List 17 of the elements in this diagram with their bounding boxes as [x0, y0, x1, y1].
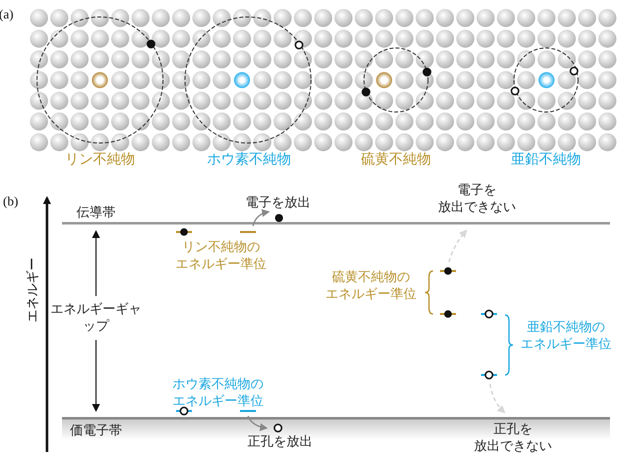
level-label: ホウ素不純物のエネルギー準位	[172, 376, 264, 410]
level-label: 亜鉛不純物のエネルギー準位	[520, 319, 612, 353]
band-name: 伝導帯	[76, 204, 116, 222]
annotation-text: 電子を放出できない	[437, 182, 517, 216]
level-label: 硫黄不純物のエネルギー準位	[324, 269, 418, 303]
axis-title: エネルギー	[24, 258, 42, 322]
impurity-name: ホウ素不純物	[206, 152, 292, 168]
annotation-text: 電子を放出	[244, 194, 312, 212]
gap-label: エネルギーギャップ	[50, 301, 142, 335]
panel-label: (b)	[3, 192, 20, 210]
annotation-text: 正孔を放出	[246, 434, 314, 450]
annotation-text: 正孔を放出できない	[473, 421, 553, 455]
level-label: リン不純物のエネルギー準位	[174, 239, 268, 273]
impurity-name: リン不純物	[64, 152, 136, 168]
impurity-name: 硫黄不純物	[360, 152, 432, 168]
band-name: 価電子帯	[69, 422, 123, 440]
impurity-name: 亜鉛不純物	[510, 152, 582, 168]
